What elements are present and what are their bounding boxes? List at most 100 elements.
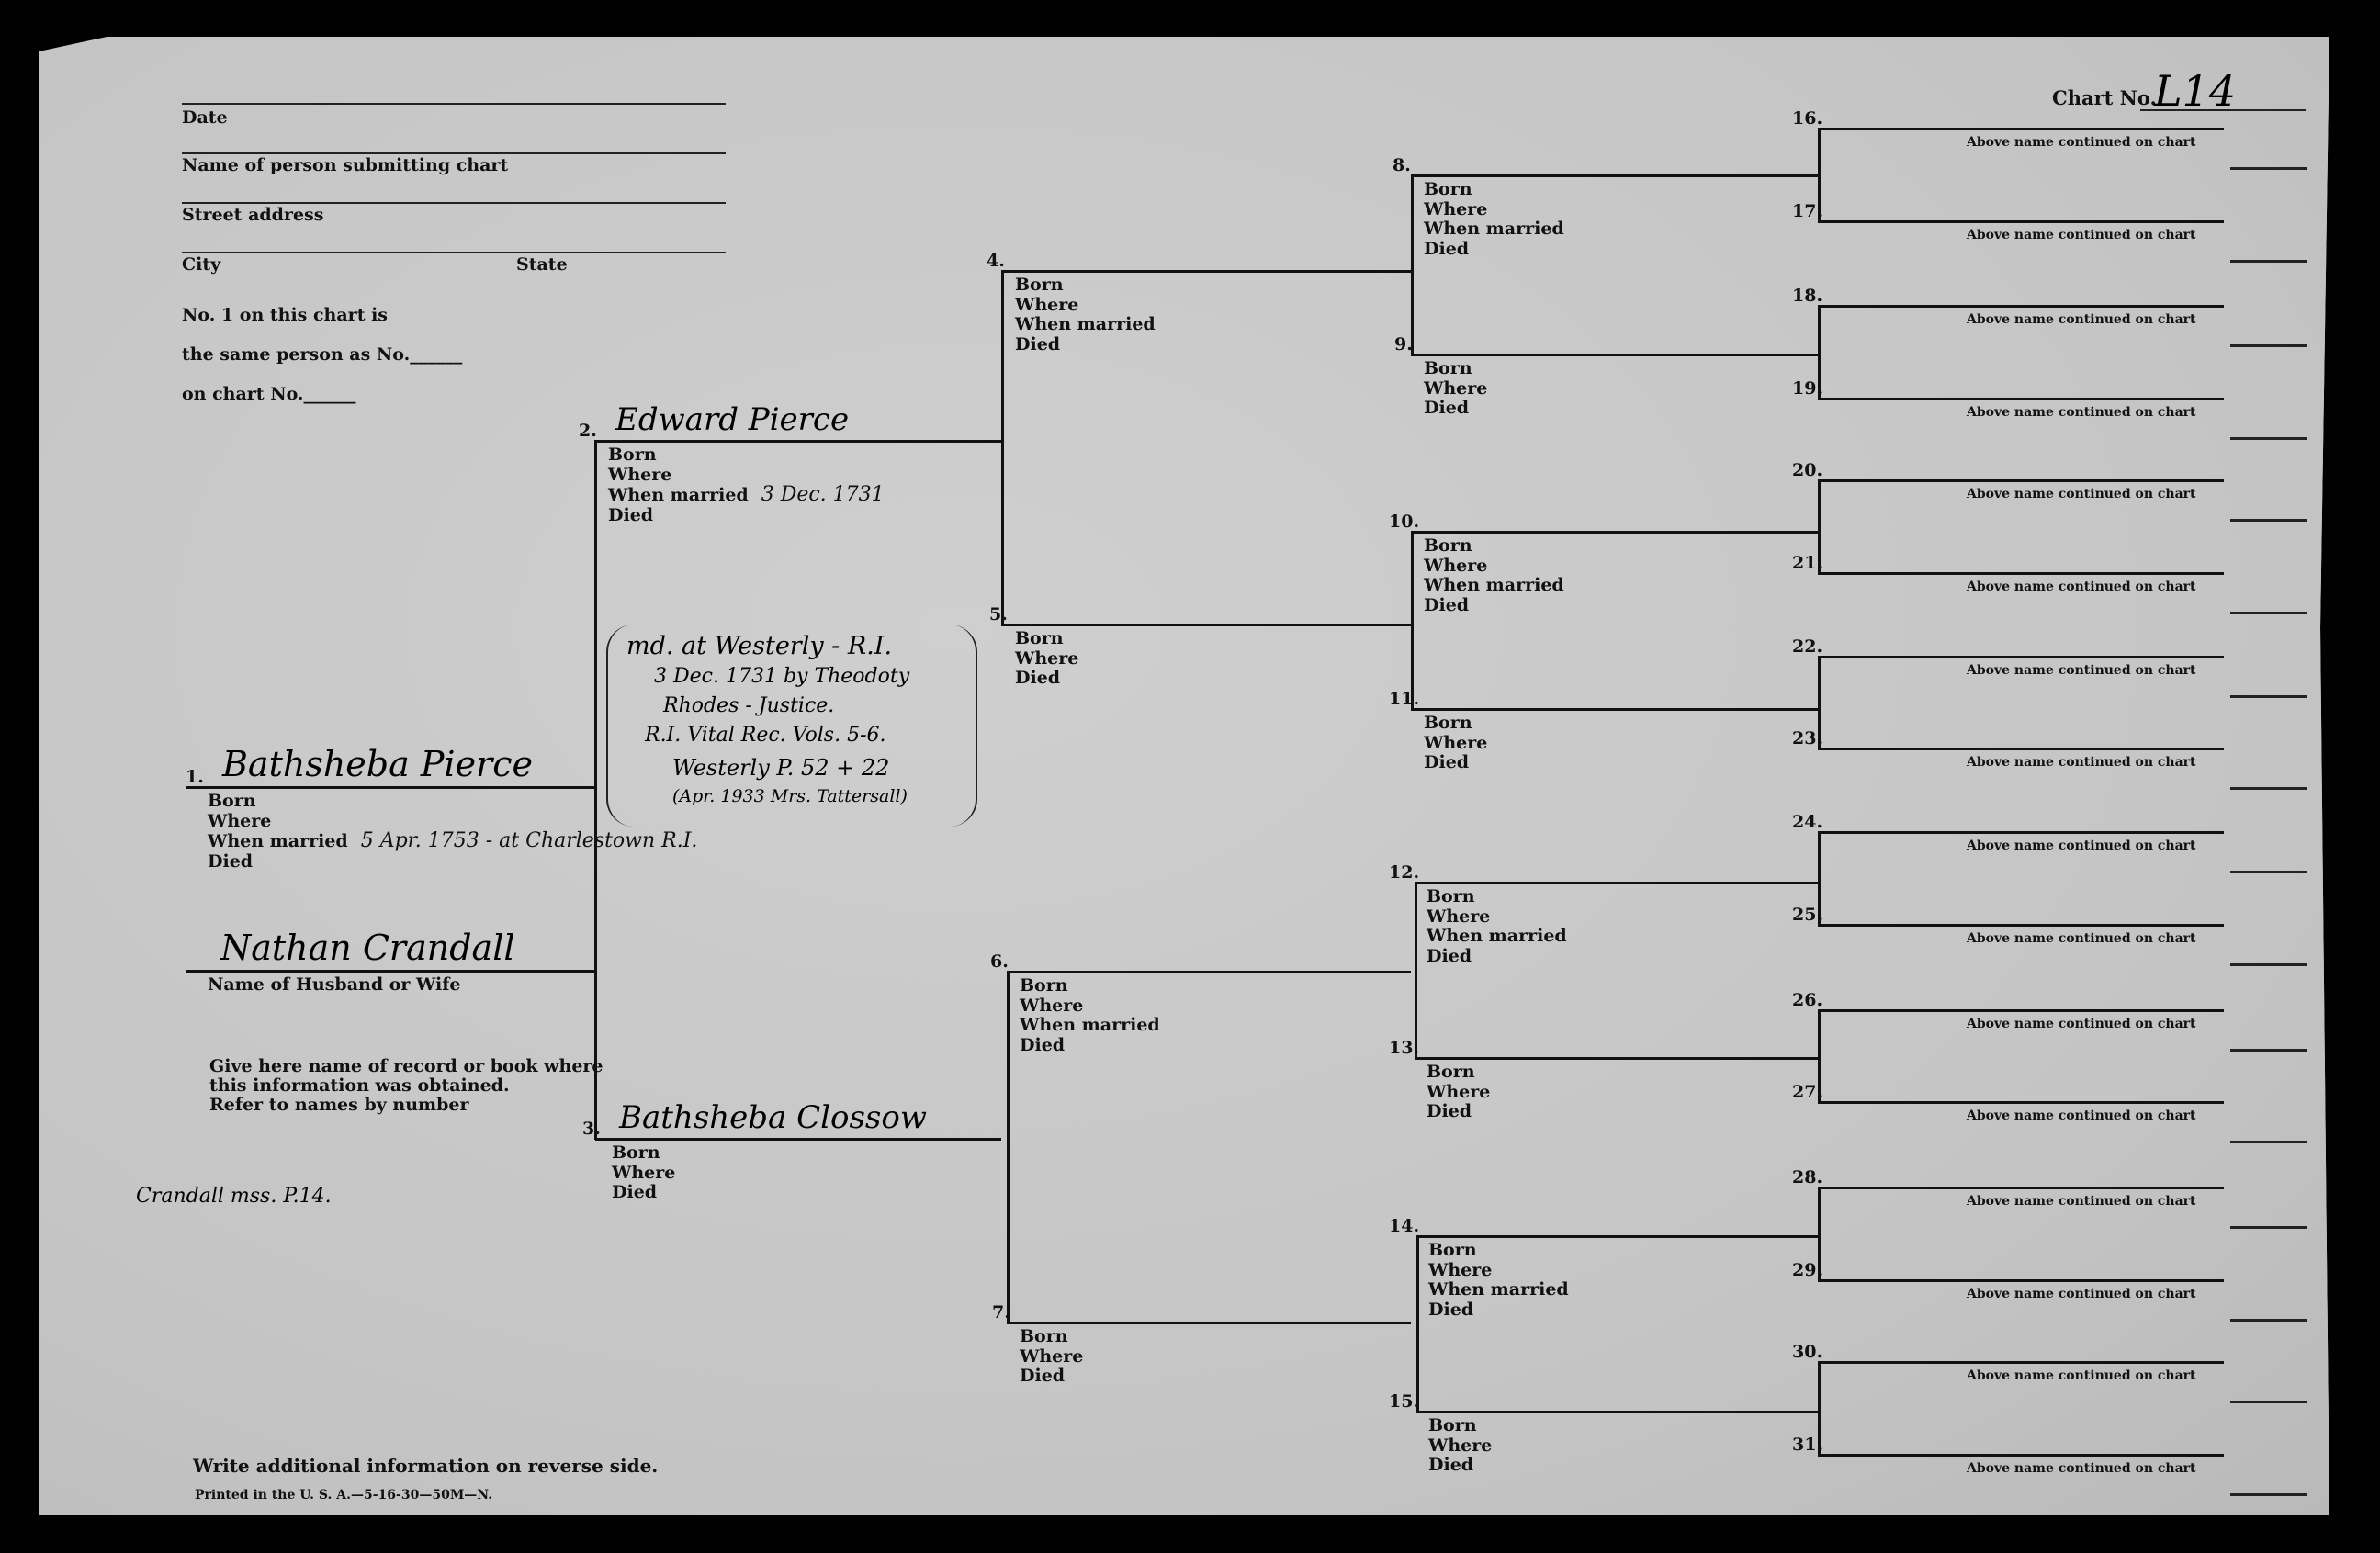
field-label: Where: [1015, 647, 1079, 669]
person-12-field-row[interactable]: Where: [1427, 906, 1567, 928]
continued-chart-no-line[interactable]: [2230, 1141, 2307, 1143]
ancestor-20-name-line[interactable]: [1820, 479, 2224, 482]
person-13-field-row[interactable]: Where: [1427, 1082, 1490, 1103]
person-6-field-row[interactable]: Born: [1020, 975, 1160, 996]
person-8-field-row[interactable]: When married: [1424, 219, 1564, 240]
person-8-field-row[interactable]: Died: [1424, 239, 1564, 260]
person-6-field-row[interactable]: Where: [1020, 996, 1160, 1017]
person-5-field-row[interactable]: Born: [1015, 628, 1078, 649]
date-line[interactable]: [182, 103, 726, 105]
person-8-field-row[interactable]: Born: [1424, 179, 1564, 200]
person-15-field-row[interactable]: Where: [1428, 1435, 1492, 1457]
person-2-field-row[interactable]: Where: [608, 465, 885, 486]
continued-chart-no-line[interactable]: [2230, 1401, 2307, 1403]
person-10-field-row[interactable]: Born: [1424, 535, 1564, 557]
continued-chart-no-line[interactable]: [2230, 787, 2307, 790]
source-instruction-1: Give here name of record or book where: [209, 1056, 603, 1076]
ancestor-24-name-line[interactable]: [1820, 831, 2224, 834]
ancestor-30-name-line[interactable]: [1820, 1361, 2224, 1364]
person-1-field-row[interactable]: Where: [208, 811, 697, 832]
person-4-field-row[interactable]: Born: [1015, 275, 1156, 296]
ancestor-18-name-line[interactable]: [1820, 305, 2224, 308]
person-6-field-row[interactable]: Died: [1020, 1035, 1160, 1056]
person-2-field-row[interactable]: Born: [608, 445, 885, 466]
person-4-field-row[interactable]: Died: [1015, 334, 1156, 355]
continued-chart-no-line[interactable]: [2230, 1049, 2307, 1052]
source-note[interactable]: Crandall mss. P.14.: [136, 1185, 332, 1208]
person-10-field-row[interactable]: Where: [1424, 556, 1564, 577]
person-4-field-row[interactable]: Where: [1015, 295, 1156, 316]
continued-chart-no-line[interactable]: [2230, 871, 2307, 873]
person-14-field-row[interactable]: Died: [1428, 1300, 1569, 1321]
person-15-field-row[interactable]: Born: [1428, 1415, 1492, 1436]
continued-chart-no-line[interactable]: [2230, 1493, 2307, 1496]
person-12-field-row[interactable]: When married: [1427, 926, 1567, 947]
continued-chart-no-line[interactable]: [2230, 260, 2307, 263]
continued-chart-no-line[interactable]: [2230, 963, 2307, 966]
marriage-note[interactable]: md. at Westerly - R.I. 3 Dec. 1731 by Th…: [606, 625, 977, 827]
person-7-field-row[interactable]: Died: [1020, 1366, 1083, 1387]
person-11-field-row[interactable]: Where: [1424, 733, 1487, 754]
person-2-name[interactable]: Edward Pierce: [615, 401, 850, 438]
city-line[interactable]: [182, 252, 726, 253]
person-7-field-row[interactable]: Where: [1020, 1346, 1083, 1367]
ancestor-19-name-line[interactable]: [1820, 398, 2224, 400]
ancestor-22-name-line[interactable]: [1820, 656, 2224, 658]
person-3-field-row[interactable]: Where: [612, 1163, 675, 1184]
ancestor-25-name-line[interactable]: [1820, 924, 2224, 927]
person-3-field-row[interactable]: Died: [612, 1182, 675, 1203]
person-8-field-row[interactable]: Where: [1424, 199, 1564, 220]
person-6-field-row[interactable]: When married: [1020, 1015, 1160, 1036]
ancestor-28-name-line[interactable]: [1820, 1187, 2224, 1189]
person-10-field-row[interactable]: Died: [1424, 595, 1564, 616]
ancestor-29-name-line[interactable]: [1820, 1279, 2224, 1282]
person-14-field-row[interactable]: When married: [1428, 1279, 1569, 1300]
ancestor-31-name-line[interactable]: [1820, 1454, 2224, 1457]
person-9-field-row[interactable]: Born: [1424, 358, 1487, 379]
person-1-name[interactable]: Bathsheba Pierce: [222, 744, 533, 784]
person-15-field-row[interactable]: Died: [1428, 1455, 1492, 1476]
field-label: Born: [1424, 713, 1472, 733]
person-11-field-row[interactable]: Born: [1424, 713, 1487, 734]
continued-chart-no-line[interactable]: [2230, 1226, 2307, 1229]
ancestor-27-name-line[interactable]: [1820, 1101, 2224, 1104]
person-9-field-row[interactable]: Died: [1424, 398, 1487, 419]
person-3-name[interactable]: Bathsheba Clossow: [619, 1099, 927, 1136]
person-2-field-row[interactable]: Died: [608, 505, 885, 526]
continued-chart-no-line[interactable]: [2230, 695, 2307, 698]
person-14-field-row[interactable]: Born: [1428, 1240, 1569, 1261]
person-11-field-row[interactable]: Died: [1424, 752, 1487, 773]
person-12-field-row[interactable]: Born: [1427, 886, 1567, 907]
ancestor-21-name-line[interactable]: [1820, 572, 2224, 575]
spouse-name[interactable]: Nathan Crandall: [220, 928, 515, 968]
ancestor-16-name-line[interactable]: [1820, 128, 2224, 130]
person-13-field-row[interactable]: Born: [1427, 1062, 1490, 1083]
continued-chart-no-line[interactable]: [2230, 519, 2307, 522]
continued-chart-no-line[interactable]: [2230, 167, 2307, 170]
ancestor-26-name-line[interactable]: [1820, 1009, 2224, 1012]
submitter-label: Name of person submitting chart: [182, 155, 509, 175]
person-7-field-row[interactable]: Born: [1020, 1326, 1083, 1347]
continued-chart-no-line[interactable]: [2230, 1319, 2307, 1322]
continued-chart-no-line[interactable]: [2230, 344, 2307, 347]
continued-chart-no-line[interactable]: [2230, 437, 2307, 440]
person-3-field-row[interactable]: Born: [612, 1142, 675, 1164]
person-10-field-row[interactable]: When married: [1424, 575, 1564, 596]
person-4-field-row[interactable]: When married: [1015, 314, 1156, 335]
person-5-field-row[interactable]: Where: [1015, 647, 1079, 670]
person-13-field-row[interactable]: Died: [1427, 1101, 1490, 1122]
person-5-field-row[interactable]: Died: [1015, 668, 1078, 689]
person-14-field-row[interactable]: Where: [1428, 1260, 1569, 1281]
continued-chart-no-line[interactable]: [2230, 612, 2307, 614]
person-9-field-row[interactable]: Where: [1424, 378, 1487, 400]
person-1-field-row[interactable]: Died: [208, 851, 697, 872]
person-12-field-row[interactable]: Died: [1427, 946, 1567, 967]
ancestor-17-name-line[interactable]: [1820, 220, 2224, 223]
ancestor-23-name-line[interactable]: [1820, 748, 2224, 750]
street-line[interactable]: [182, 202, 726, 204]
submitter-line[interactable]: [182, 152, 726, 154]
person-1-field-row[interactable]: Born: [208, 791, 697, 812]
chart-no-value[interactable]: L14: [2154, 66, 2237, 116]
